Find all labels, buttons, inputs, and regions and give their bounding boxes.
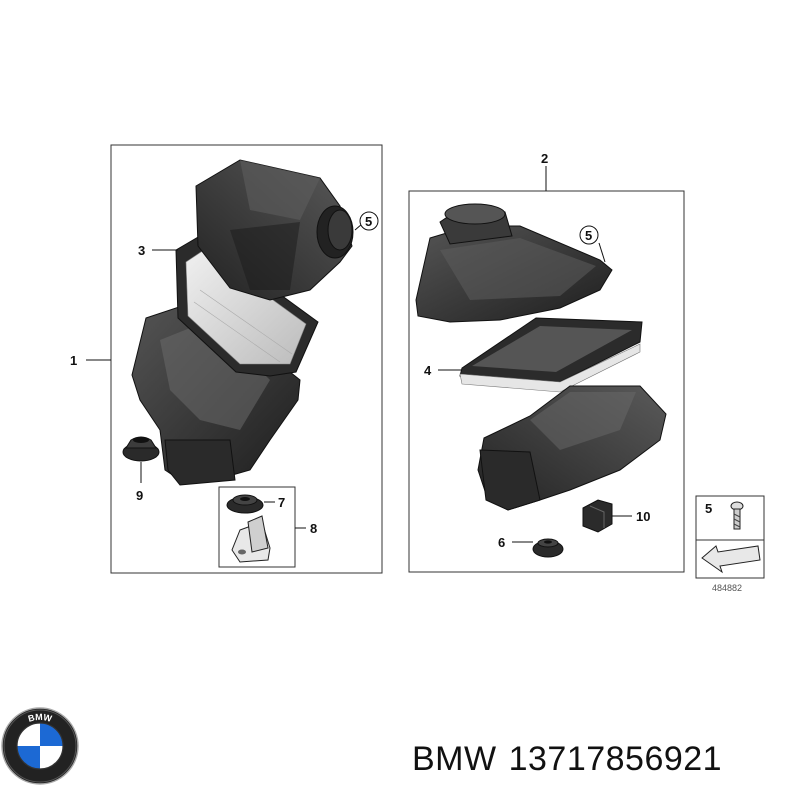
screw-icon [730, 501, 744, 530]
lower-housing-left [131, 299, 301, 486]
clip-10 [582, 499, 613, 533]
footer-label: BMW 13717856921 [412, 740, 722, 779]
callout-5-circle-right [579, 225, 599, 245]
brand-name: BMW [412, 740, 497, 778]
filter-element-right [459, 317, 643, 393]
upper-cover-left [195, 159, 354, 301]
callout-6: 6 [498, 535, 505, 550]
svg-text:BMW: BMW [27, 712, 54, 724]
callout-1: 1 [70, 353, 77, 368]
callout-2: 2 [541, 151, 548, 166]
grommet-9 [122, 436, 160, 462]
bracket-8 [231, 515, 271, 563]
callout-5-right: 5 [585, 228, 592, 243]
callout-3: 3 [138, 243, 145, 258]
diagram-id: 484882 [712, 583, 742, 593]
callout-5-detail: 5 [705, 501, 712, 516]
screw-detail-box [695, 495, 765, 579]
grommet-6 [532, 538, 564, 558]
upper-cover-right [415, 203, 613, 323]
callout-9: 9 [136, 488, 143, 503]
lower-housing-right [477, 385, 667, 511]
filter-element-left [175, 235, 319, 377]
callout-10: 10 [636, 509, 650, 524]
leader-lines [86, 166, 632, 543]
arrow-icon [701, 545, 761, 574]
callout-8: 8 [310, 521, 317, 536]
grommet-7 [226, 494, 264, 514]
callout-4: 4 [424, 363, 432, 378]
group-1-frame [110, 144, 383, 574]
callout-5-left: 5 [365, 214, 372, 229]
callout-5-circle-left [359, 211, 379, 231]
bmw-logo: BMW [1, 707, 79, 785]
part-number: 13717856921 [508, 740, 723, 778]
logo-text: BMW [27, 712, 54, 724]
callout-7: 7 [278, 495, 285, 510]
group-8-frame [218, 486, 296, 568]
